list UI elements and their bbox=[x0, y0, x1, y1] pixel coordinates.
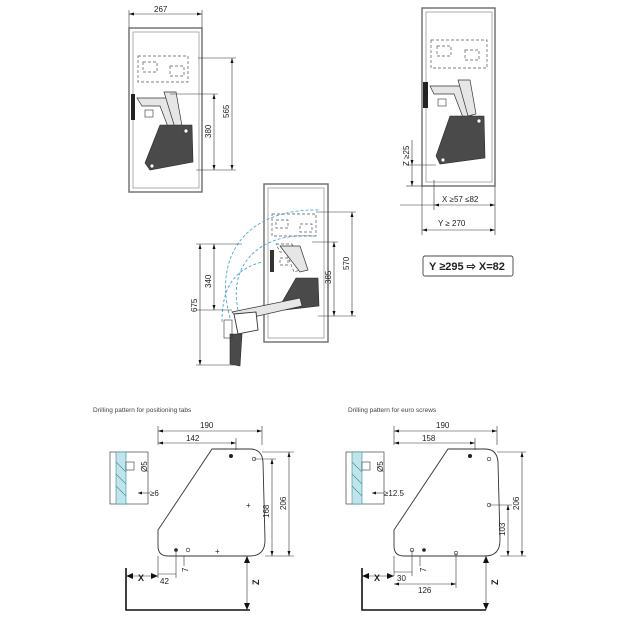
dim-min-offset: ≥12.5 bbox=[384, 489, 405, 498]
dim-hole-dia: Ø5 bbox=[376, 461, 385, 472]
cabinet-center: 340 675 385 570 bbox=[190, 183, 356, 367]
dim-width-158: 158 bbox=[422, 434, 436, 443]
dim-offset-30: 30 bbox=[397, 574, 406, 583]
z-axis-label: Z bbox=[490, 579, 500, 585]
dim-offset-126: 126 bbox=[418, 586, 432, 595]
dim-x-range: X ≥57 ≤82 bbox=[442, 195, 479, 204]
dim-height-168: 168 bbox=[262, 504, 271, 518]
dim-y-min: Y ≥ 270 bbox=[438, 219, 466, 228]
dim-height-380: 380 bbox=[204, 124, 213, 138]
dim-offset-7: 7 bbox=[419, 567, 428, 572]
cabinet-top-left: 267 380 565 bbox=[128, 5, 236, 193]
drilling-pattern-positioning-tabs: Drilling pattern for positioning tabs + … bbox=[93, 407, 294, 611]
dim-center-385: 385 bbox=[324, 270, 333, 284]
drilling-pattern-euro-screws: Drilling pattern for euro screws Ø5 ≥12.… bbox=[345, 407, 526, 611]
formula-box: Y ≥295 ⇨ X=82 bbox=[422, 255, 514, 277]
mounting-plate bbox=[393, 448, 501, 557]
caption-euro-screws: Drilling pattern for euro screws bbox=[348, 407, 437, 414]
caption-positioning-tabs: Drilling pattern for positioning tabs bbox=[93, 407, 192, 414]
lift-plate bbox=[435, 115, 486, 165]
dim-hole-dia: Ø5 bbox=[140, 461, 149, 472]
dim-center-340: 340 bbox=[204, 274, 213, 288]
x-axis-label: X bbox=[138, 573, 144, 583]
dim-height-206: 206 bbox=[512, 496, 521, 510]
dim-height-206: 206 bbox=[279, 496, 288, 510]
lift-plate bbox=[144, 124, 194, 171]
dim-width-190: 190 bbox=[200, 421, 214, 430]
formula-text: Y ≥295 ⇨ X=82 bbox=[429, 261, 505, 273]
x-axis-label: X bbox=[374, 573, 380, 583]
svg-text:+: + bbox=[246, 501, 251, 510]
dim-height-103: 103 bbox=[498, 522, 507, 536]
mounting-plate bbox=[157, 448, 266, 557]
dim-center-675: 675 bbox=[190, 298, 199, 312]
z-axis-label: Z bbox=[251, 579, 261, 585]
dim-min-offset: ≥6 bbox=[150, 489, 159, 498]
dim-height-565: 565 bbox=[222, 104, 231, 118]
dim-width-142: 142 bbox=[186, 434, 200, 443]
svg-text:+: + bbox=[215, 547, 220, 556]
dim-center-570: 570 bbox=[342, 256, 351, 270]
dim-offset-7: 7 bbox=[181, 567, 190, 572]
dim-width-190: 190 bbox=[436, 421, 450, 430]
dim-width-267: 267 bbox=[154, 5, 168, 14]
dim-offset-42: 42 bbox=[160, 577, 169, 586]
dim-z-min: Z ≥25 bbox=[402, 145, 411, 166]
cabinet-top-right: Z ≥25 X ≥57 ≤82 Y ≥ 270 bbox=[400, 7, 496, 235]
